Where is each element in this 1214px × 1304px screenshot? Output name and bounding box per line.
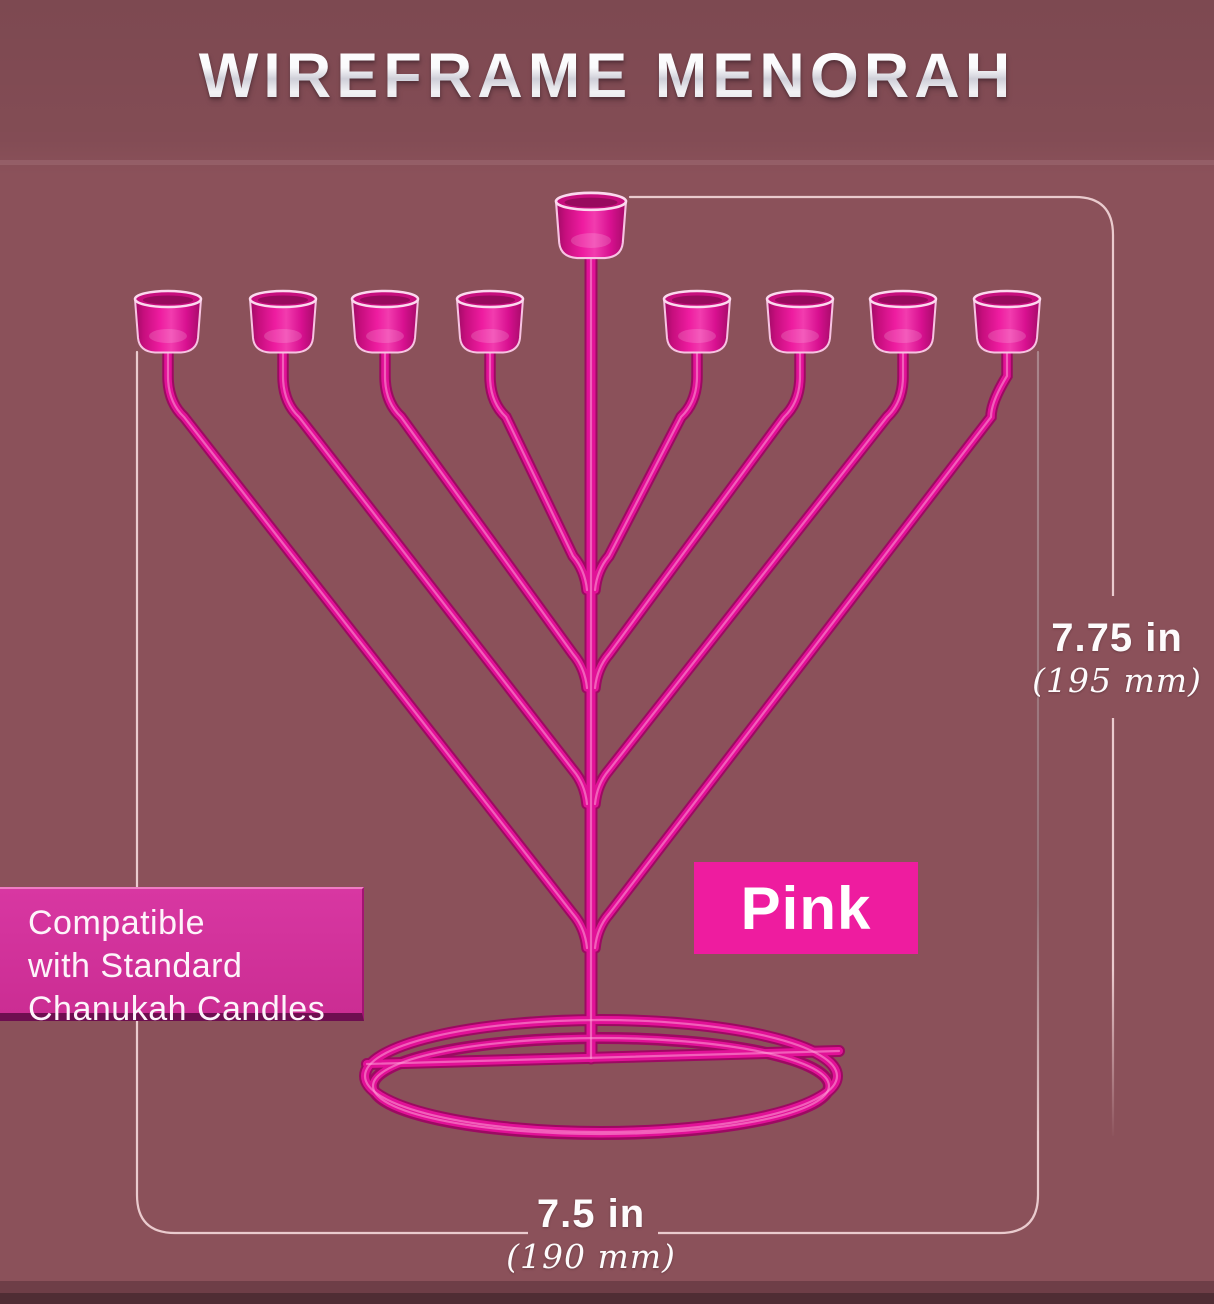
shamash-cup [554,191,628,260]
candle-cup [248,289,318,354]
height-dimension-line [628,195,1115,1137]
candle-cup [972,289,1042,354]
background-highlight-band [0,160,1214,165]
compatibility-note: Compatible with Standard Chanukah Candle… [0,887,364,1028]
note-line: Compatible [28,904,205,942]
candle-cup [455,289,525,354]
height-millimeters-label: (195 mm) [1032,661,1202,700]
note-line: Chanukah Candles [28,990,326,1029]
dimension-frame [135,195,1174,1256]
height-inches-label: 7.75 in [1051,616,1183,660]
height-dimension: 7.75 in (195 mm) [1032,616,1202,700]
candle-cup [350,289,420,354]
candle-cup [868,289,938,354]
background-top-shade [0,0,1214,175]
candle-cup [662,289,732,354]
page-title: WIREFRAME MENORAH [0,40,1214,112]
color-badge-label: Pink [740,874,872,942]
width-millimeters-label: (190 mm) [506,1237,676,1276]
width-dimension: 7.5 in (190 mm) [506,1192,676,1276]
backdrop-floor-edge [0,1281,1214,1293]
color-badge: Pink [694,862,918,954]
width-inches-label: 7.5 in [536,1192,646,1236]
note-line: with Standard [28,947,243,986]
candle-cup [133,289,203,354]
candle-cup [765,289,835,354]
backdrop-floor-shadow [0,1293,1214,1304]
